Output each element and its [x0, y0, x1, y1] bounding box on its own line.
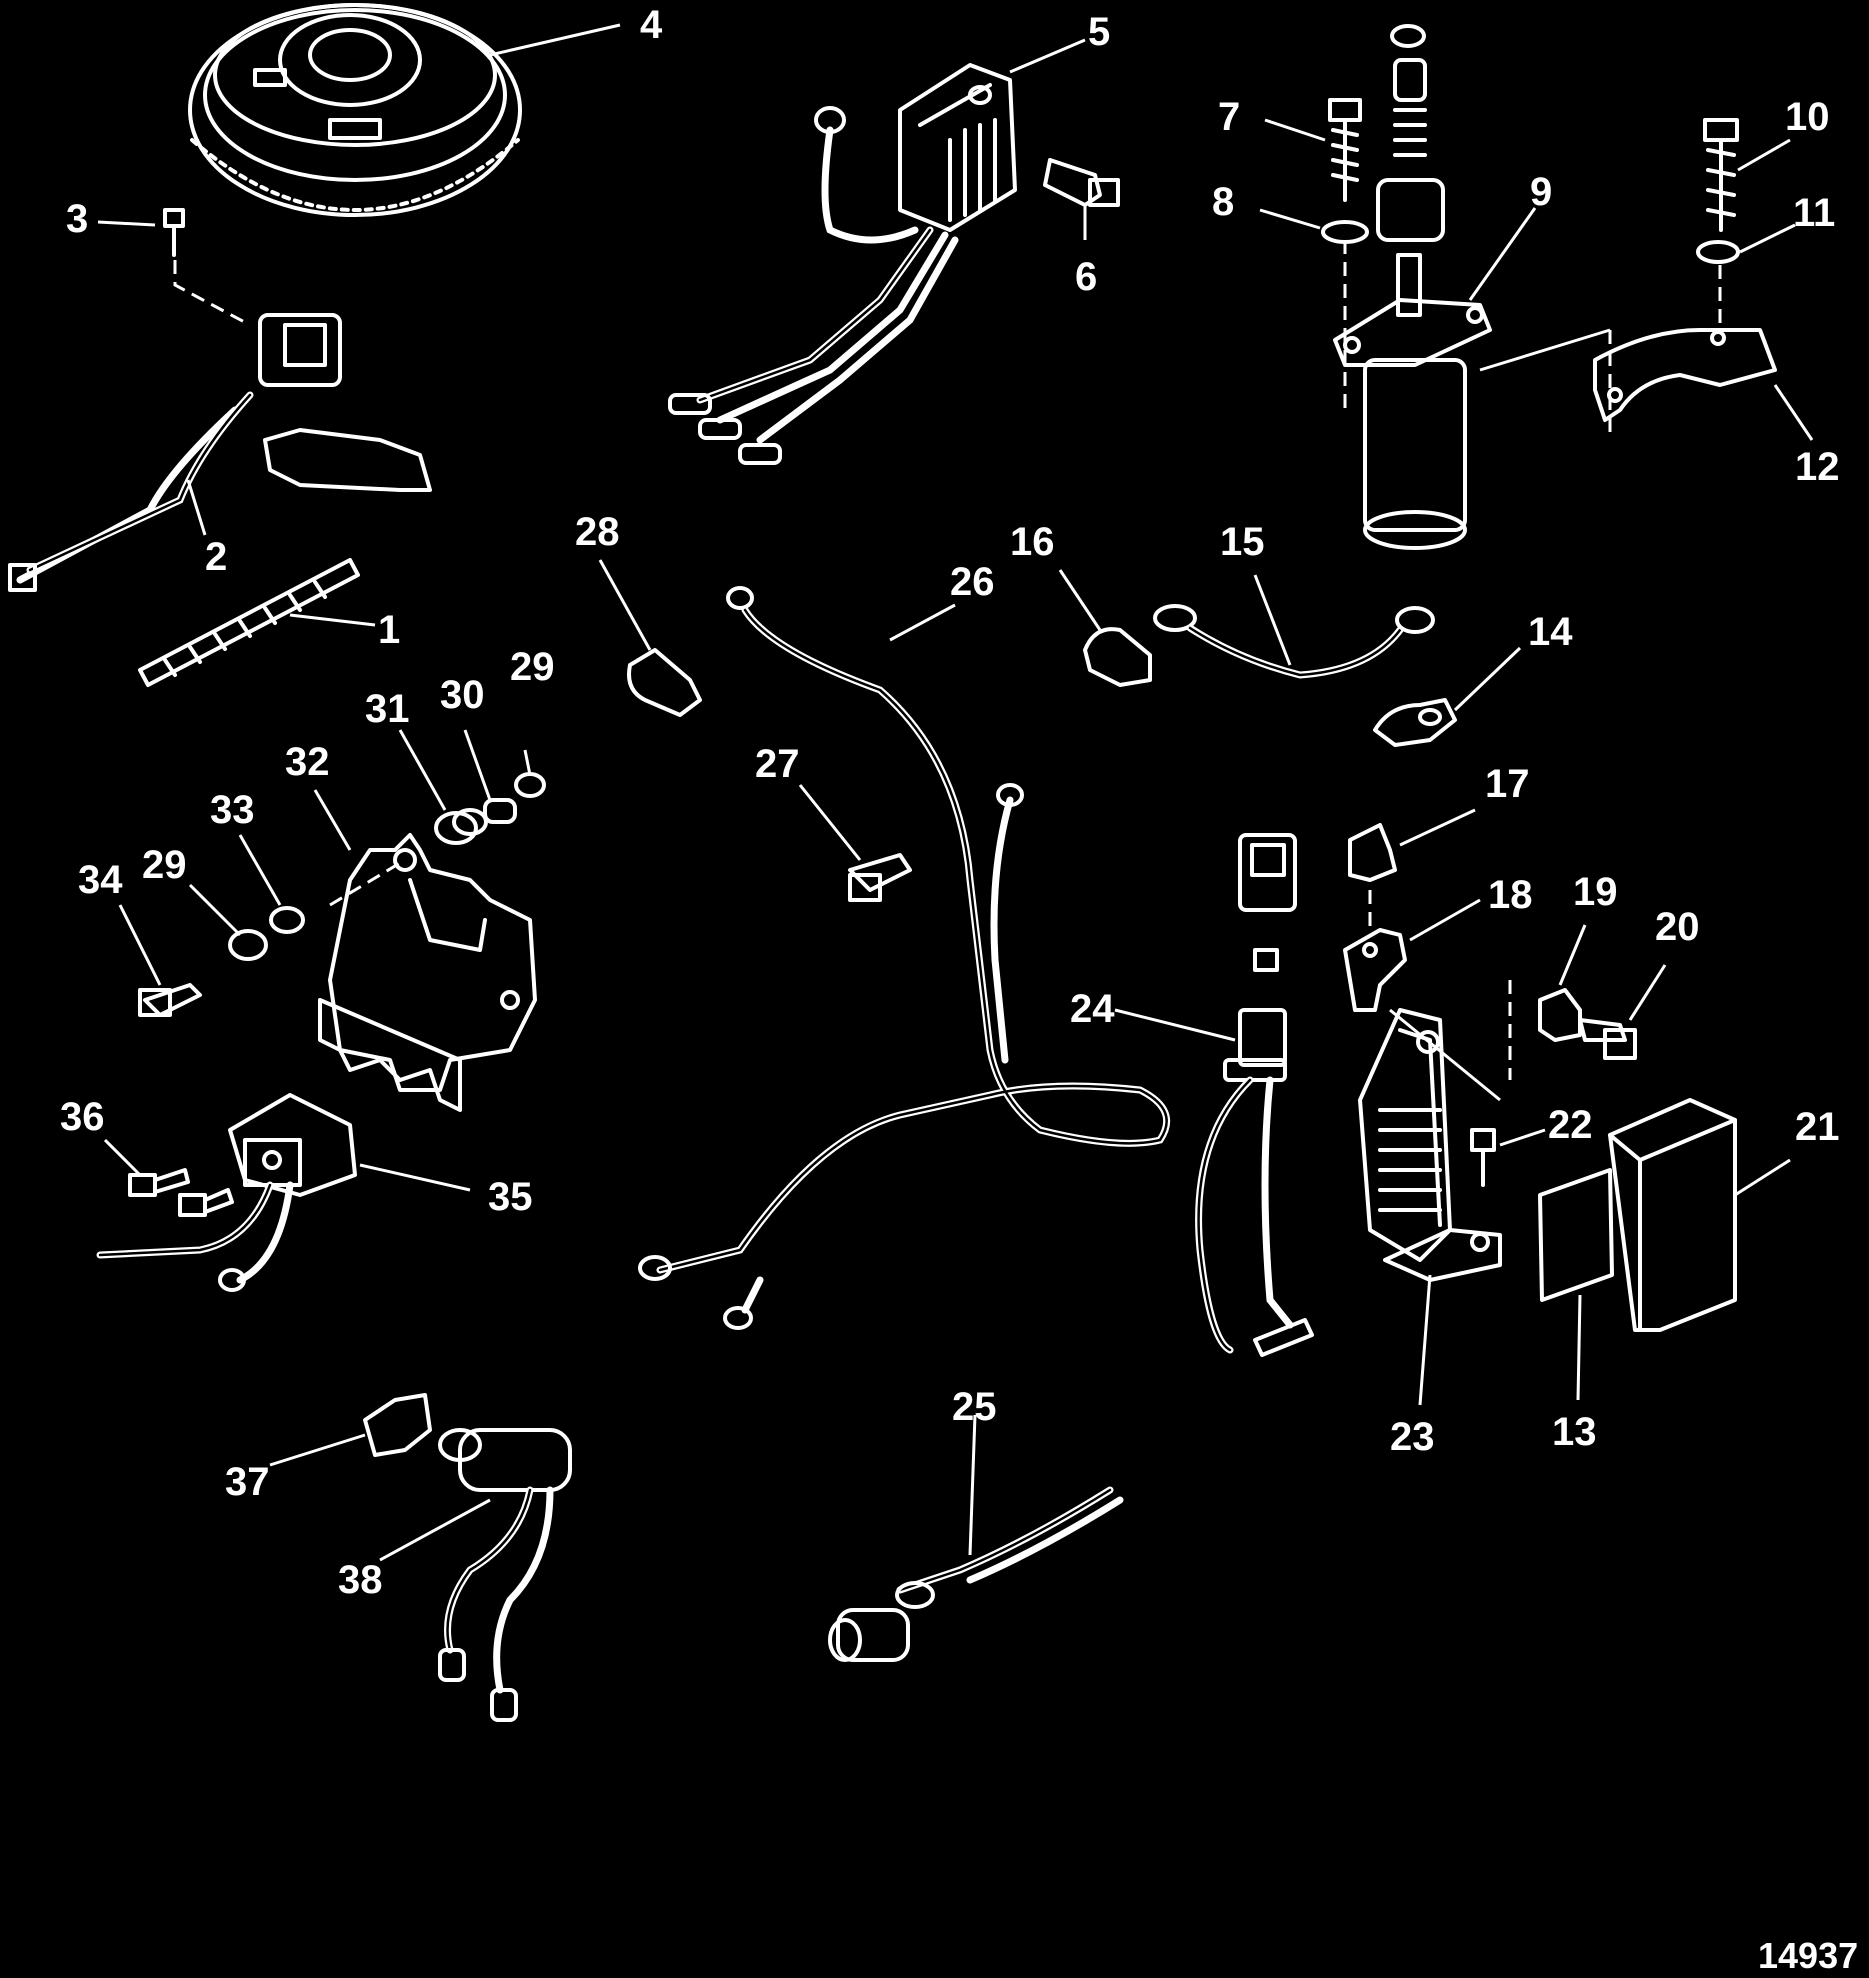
clip-37	[363, 1393, 432, 1457]
callout-10: 10	[1785, 95, 1830, 139]
bolt-34	[138, 983, 202, 1017]
callout-38: 38	[338, 1558, 383, 1602]
callout-26: 26	[950, 560, 995, 604]
plate-13	[1538, 1168, 1614, 1302]
mounting-bracket	[318, 833, 537, 1112]
callout-7: 7	[1218, 95, 1240, 139]
bolt-22	[1470, 1128, 1496, 1187]
flywheel	[188, 3, 522, 217]
bolt-10	[1696, 118, 1740, 264]
callout-31: 31	[365, 687, 410, 731]
grommet-31	[434, 808, 488, 845]
callout-1: 1	[378, 608, 400, 652]
cable-15	[1153, 604, 1435, 679]
callout-36: 36	[60, 1095, 105, 1139]
callout-9: 9	[1530, 170, 1552, 214]
callout-19: 19	[1573, 870, 1618, 914]
callout-6: 6	[1075, 255, 1097, 299]
callout-17: 17	[1485, 762, 1530, 806]
terminal-cap-14	[1373, 698, 1457, 747]
cover-21	[1608, 1098, 1737, 1332]
bolt-20	[1578, 1018, 1637, 1060]
callout-15: 15	[1220, 520, 1265, 564]
callout-20: 20	[1655, 905, 1700, 949]
callout-5: 5	[1088, 10, 1110, 54]
washer-33	[269, 906, 305, 934]
screw-36a	[128, 1168, 190, 1197]
callout-29-top: 29	[510, 645, 555, 689]
terminal-cap-16	[1083, 627, 1152, 687]
callout-16: 16	[1010, 520, 1055, 564]
callout-21: 21	[1795, 1105, 1840, 1149]
figure-number: 14937	[1758, 1935, 1858, 1976]
bolt-27	[848, 853, 912, 902]
starter-motor	[1321, 24, 1612, 550]
callout-32: 32	[285, 740, 330, 784]
spacer-19	[1538, 988, 1582, 1042]
screw-3	[163, 208, 185, 257]
callout-35: 35	[488, 1175, 533, 1219]
stator-coil	[8, 313, 432, 592]
callout-24: 24	[1070, 987, 1115, 1031]
fuse-block	[1238, 833, 1297, 972]
callout-28: 28	[575, 510, 620, 554]
callout-4: 4	[640, 3, 663, 47]
clip-17	[1348, 823, 1397, 882]
callout-14: 14	[1528, 610, 1573, 654]
callout-2: 2	[205, 535, 227, 579]
rectifier-23	[1358, 1008, 1502, 1282]
screw-36b	[178, 1188, 234, 1217]
washer-29-bottom	[228, 929, 268, 961]
starter-bracket	[1593, 328, 1777, 422]
sleeve-30	[483, 798, 517, 824]
ignition-module	[96, 1093, 357, 1292]
cable-sleeve	[138, 558, 360, 687]
callout-23: 23	[1390, 1415, 1435, 1459]
callout-34: 34	[78, 858, 123, 902]
callout-3: 3	[66, 197, 88, 241]
callout-8: 8	[1212, 180, 1234, 224]
washer-29-top	[514, 772, 546, 798]
bolt-6	[1043, 158, 1120, 207]
callout-11: 11	[1793, 191, 1835, 235]
terminal-cap-28	[627, 648, 702, 717]
callout-37: 37	[225, 1460, 270, 1504]
sensor-25	[828, 1486, 1124, 1662]
callout-33: 33	[210, 788, 255, 832]
callout-13: 13	[1552, 1410, 1597, 1454]
callout-18: 18	[1488, 873, 1533, 917]
callouts: 1 2 3 4 5 6 7 8 9 10 11 12 13 14 15 16 1…	[60, 3, 1840, 1602]
callout-30: 30	[440, 673, 485, 717]
key-switch	[438, 1428, 572, 1722]
voltage-regulator	[668, 63, 1017, 465]
clip-18	[1343, 928, 1407, 1012]
callout-25: 25	[952, 1385, 997, 1429]
callout-29-bottom: 29	[142, 843, 187, 887]
callout-27: 27	[755, 742, 800, 786]
callout-12: 12	[1795, 445, 1840, 489]
callout-leaders	[97, 23, 1814, 1562]
harness-26	[638, 586, 1171, 1330]
callout-22: 22	[1548, 1103, 1593, 1147]
relay-24	[1195, 1008, 1314, 1357]
